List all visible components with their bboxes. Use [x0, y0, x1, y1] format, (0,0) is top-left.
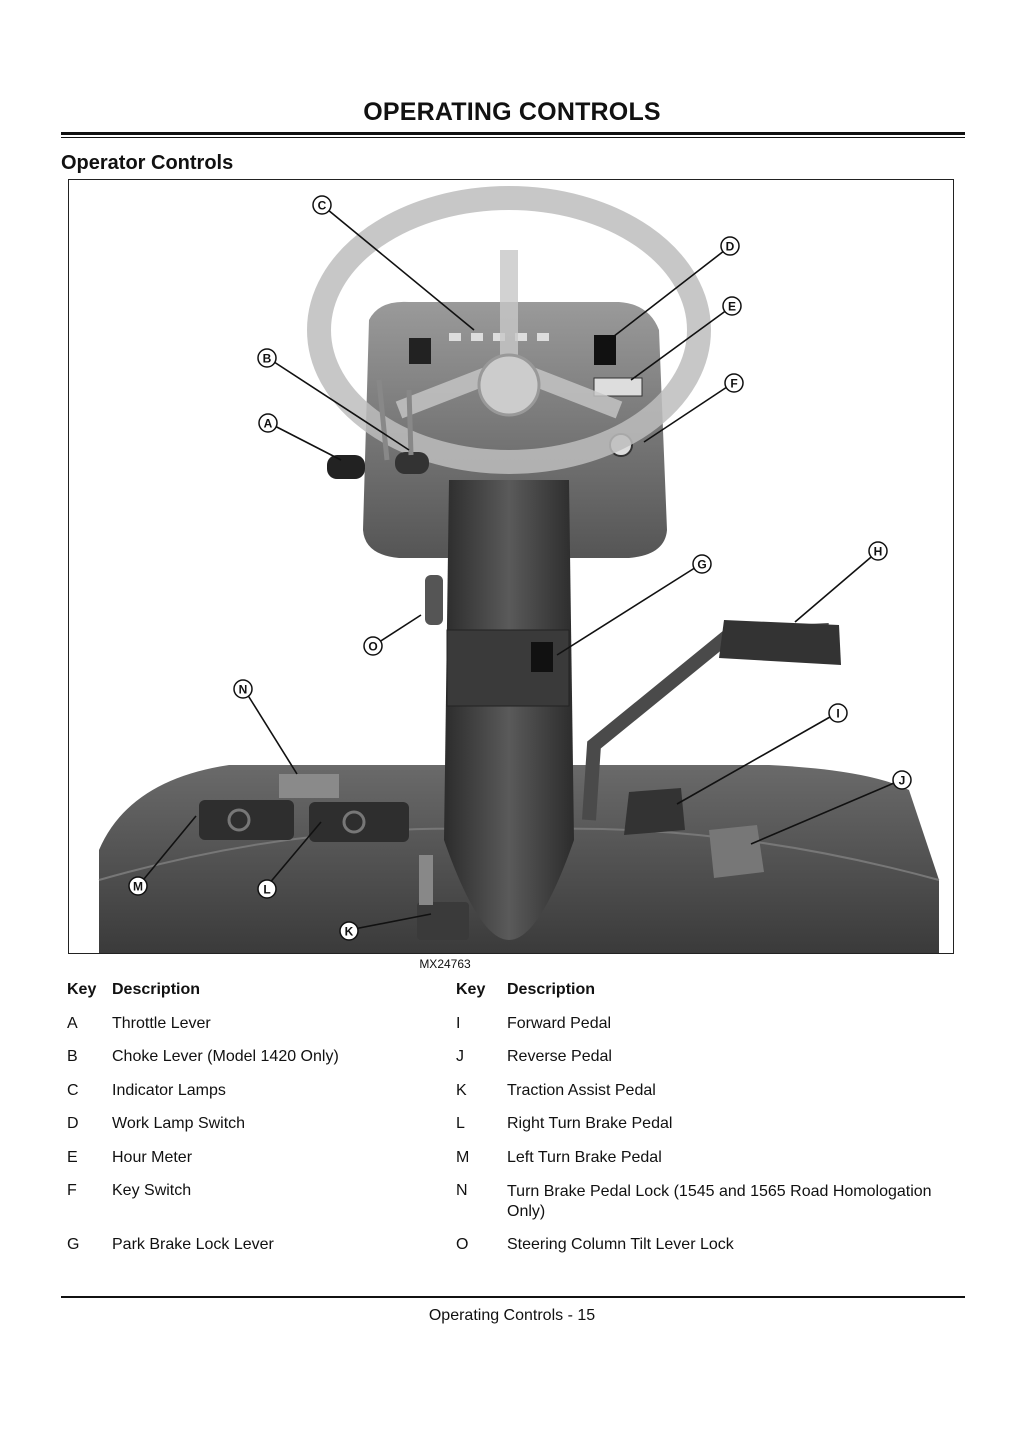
legend-key: F: [67, 1182, 77, 1199]
brake-arm-pedal: [719, 620, 841, 665]
svg-text:F: F: [730, 377, 737, 391]
legend-desc: Turn Brake Pedal Lock (1545 and 1565 Roa…: [507, 1183, 932, 1220]
forward-pedal: [624, 788, 685, 835]
legend-key: M: [456, 1149, 470, 1166]
legend-key: J: [456, 1048, 464, 1065]
page-footer: Operating Controls - 15: [428, 1307, 596, 1324]
callout-o: O: [363, 636, 383, 656]
controls-illustration: C D E F B A G H O N I J M L K: [98, 186, 940, 953]
callout-n: N: [233, 679, 253, 699]
svg-text:K: K: [345, 925, 354, 939]
legend-desc: Right Turn Brake Pedal: [507, 1115, 673, 1132]
section-heading: Operator Controls: [61, 152, 234, 174]
callout-b: B: [257, 348, 277, 368]
footer-rule: [61, 1296, 965, 1298]
callout-a: A: [258, 413, 278, 433]
legend-desc: Choke Lever (Model 1420 Only): [112, 1048, 339, 1065]
dash-pod: [363, 301, 667, 558]
reverse-pedal: [709, 825, 764, 878]
legend-desc: Hour Meter: [112, 1149, 193, 1166]
svg-text:O: O: [368, 640, 377, 654]
legend-desc: Park Brake Lock Lever: [112, 1236, 274, 1253]
svg-text:L: L: [263, 883, 270, 897]
steering-column: [444, 480, 574, 940]
legend-desc: Indicator Lamps: [112, 1082, 226, 1099]
legend-right-key-header: Key: [456, 981, 486, 998]
svg-text:M: M: [133, 880, 143, 894]
callout-f: F: [724, 373, 744, 393]
callout-l: L: [257, 879, 277, 899]
svg-text:H: H: [874, 545, 883, 559]
legend-desc: Steering Column Tilt Lever Lock: [507, 1236, 734, 1253]
traction-assist-pedal: [417, 902, 469, 940]
svg-text:B: B: [263, 352, 272, 366]
svg-text:G: G: [697, 558, 706, 572]
callout-d: D: [720, 236, 740, 256]
right-turn-brake-pedal: [309, 802, 409, 842]
indicator-lamp-row: [449, 333, 549, 341]
operator-controls-figure: C D E F B A G H O N I J M L K: [68, 179, 954, 954]
svg-text:I: I: [836, 707, 839, 721]
callout-e: E: [722, 296, 742, 316]
title-rule-thin: [61, 137, 965, 138]
legend-desc: Reverse Pedal: [507, 1048, 612, 1065]
legend-key: C: [67, 1082, 79, 1099]
svg-text:J: J: [899, 774, 906, 788]
callout-i: I: [828, 703, 848, 723]
callout-m: M: [128, 876, 148, 896]
svg-text:E: E: [728, 300, 736, 314]
callout-j: J: [892, 770, 912, 790]
figure-id: MX24763: [419, 957, 471, 971]
legend-desc: Throttle Lever: [112, 1015, 211, 1032]
legend-key: N: [456, 1182, 468, 1199]
legend-key: G: [67, 1236, 80, 1253]
legend-key: D: [67, 1115, 79, 1132]
legend-key: E: [67, 1149, 78, 1166]
legend-key: I: [456, 1015, 461, 1032]
legend-key: K: [456, 1082, 467, 1099]
legend-right-desc-header: Description: [507, 981, 596, 998]
legend-key: B: [67, 1048, 78, 1065]
legend-desc: Traction Assist Pedal: [507, 1082, 656, 1099]
legend-key: A: [67, 1015, 78, 1032]
callout-g: G: [692, 554, 712, 574]
legend-left-key-header: Key: [67, 981, 97, 998]
callout-h: H: [868, 541, 888, 561]
svg-text:A: A: [264, 417, 273, 431]
legend-key: L: [456, 1115, 465, 1132]
svg-text:D: D: [726, 240, 735, 254]
callout-k: K: [339, 921, 359, 941]
svg-text:C: C: [318, 199, 327, 213]
legend-desc: Left Turn Brake Pedal: [507, 1149, 662, 1166]
legend-desc: Forward Pedal: [507, 1015, 612, 1032]
svg-text:N: N: [239, 683, 248, 697]
legend-key: O: [456, 1236, 469, 1253]
title-rule: [61, 132, 965, 135]
left-turn-brake-pedal: [199, 800, 294, 840]
legend-desc: Key Switch: [112, 1182, 192, 1199]
legend-desc: Work Lamp Switch: [112, 1115, 246, 1132]
legend-left-desc-header: Description: [112, 981, 201, 998]
callout-c: C: [312, 195, 332, 215]
page-title: OPERATING CONTROLS: [363, 98, 661, 126]
